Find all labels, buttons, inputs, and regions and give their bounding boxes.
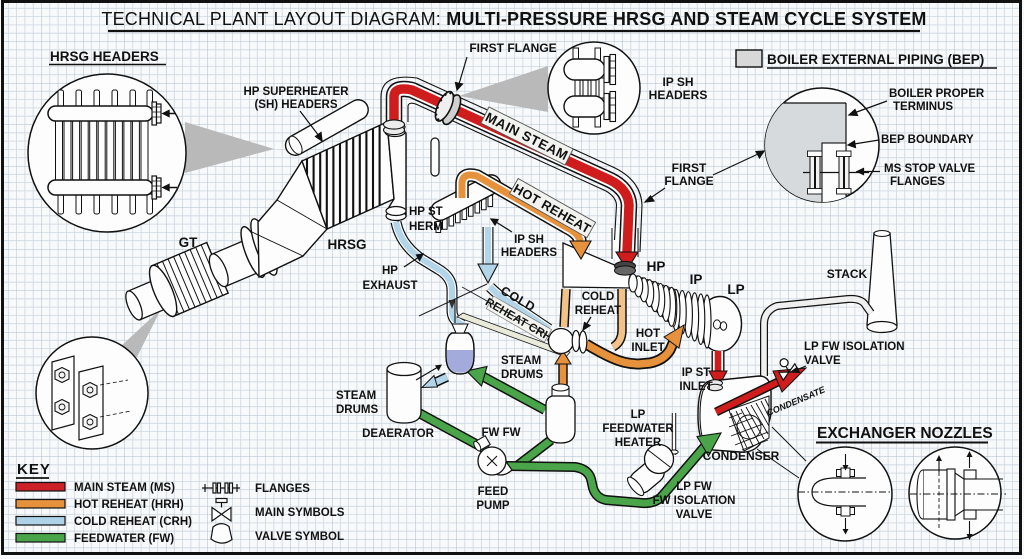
svg-text:TECHNICAL PLANT LAYOUT DIAGRAM: TECHNICAL PLANT LAYOUT DIAGRAM: MULTI-PR… [101, 9, 926, 29]
svg-text:DRUMS: DRUMS [336, 404, 378, 416]
svg-text:EXCHANGER NOZZLES: EXCHANGER NOZZLES [817, 425, 993, 442]
svg-text:TERMINUS: TERMINUS [893, 101, 953, 113]
svg-text:HP: HP [382, 265, 398, 277]
svg-text:HERM: HERM [409, 221, 443, 233]
svg-text:FEEDWATER: FEEDWATER [602, 423, 674, 435]
svg-text:FLANGE: FLANGE [664, 174, 713, 188]
svg-text:BEP BOUNDARY: BEP BOUNDARY [881, 134, 974, 146]
svg-text:KEY: KEY [17, 461, 51, 478]
svg-text:STACK: STACK [827, 267, 868, 281]
svg-text:FEED: FEED [478, 486, 509, 498]
svg-text:FLANGES: FLANGES [890, 176, 945, 188]
svg-text:REHEAT: REHEAT [575, 305, 621, 317]
svg-text:INLET: INLET [631, 342, 664, 354]
svg-text:(SH) HEADERS: (SH) HEADERS [254, 99, 337, 111]
svg-text:IP: IP [690, 272, 703, 287]
svg-text:MAIN SYMBOLS: MAIN SYMBOLS [255, 507, 345, 519]
svg-text:HRSG: HRSG [327, 237, 366, 252]
svg-text:VALVE: VALVE [676, 509, 713, 521]
svg-text:MAIN STEAM (MS): MAIN STEAM (MS) [74, 482, 175, 494]
svg-text:FEEDWATER (FW): FEEDWATER (FW) [74, 533, 174, 545]
svg-text:VALVE: VALVE [804, 355, 841, 367]
svg-text:COLD REHEAT (CRH): COLD REHEAT (CRH) [74, 516, 192, 528]
svg-text:IP ST: IP ST [682, 367, 711, 379]
svg-text:HEADERS: HEADERS [501, 247, 558, 259]
svg-text:EXHAUST: EXHAUST [363, 280, 418, 292]
svg-text:HEATER: HEATER [615, 437, 662, 449]
svg-text:HP: HP [647, 259, 666, 274]
svg-text:GT: GT [179, 235, 199, 250]
svg-text:CONDENSER: CONDENSER [703, 449, 780, 463]
svg-text:HOT REHEAT (HRH): HOT REHEAT (HRH) [74, 499, 184, 511]
svg-text:STEAM: STEAM [501, 355, 541, 367]
svg-text:IP SH: IP SH [662, 75, 693, 89]
svg-text:FIRST FLANGE: FIRST FLANGE [469, 41, 556, 55]
svg-text:HOT: HOT [636, 328, 660, 340]
svg-text:LP: LP [727, 282, 744, 297]
svg-text:HEADERS: HEADERS [649, 88, 708, 102]
svg-text:LP FW: LP FW [676, 481, 712, 493]
svg-text:PUMP: PUMP [476, 500, 510, 512]
svg-text:HRSG HEADERS: HRSG HEADERS [50, 49, 159, 64]
svg-text:VALVE SYMBOL: VALVE SYMBOL [255, 531, 344, 543]
svg-text:FW FW: FW FW [482, 427, 521, 439]
svg-text:HP SUPERHEATER: HP SUPERHEATER [243, 86, 349, 98]
svg-text:BOILER EXTERNAL PIPING (BEP): BOILER EXTERNAL PIPING (BEP) [767, 52, 984, 67]
svg-text:DRUMS: DRUMS [501, 369, 543, 381]
svg-text:BOILER PROPER: BOILER PROPER [889, 88, 985, 100]
svg-text:DEAERATOR: DEAERATOR [362, 428, 434, 440]
svg-text:IP SH: IP SH [514, 234, 544, 246]
svg-text:LP: LP [631, 409, 646, 421]
svg-text:FIRST: FIRST [672, 161, 707, 175]
svg-text:COLD: COLD [582, 291, 615, 303]
svg-text:STEAM: STEAM [336, 390, 376, 402]
svg-text:FW ISOLATION: FW ISOLATION [653, 495, 736, 507]
svg-text:FLANGES: FLANGES [255, 483, 310, 495]
svg-text:MS STOP VALVE: MS STOP VALVE [884, 163, 975, 175]
svg-text:INLET: INLET [679, 381, 712, 393]
svg-text:LP FW ISOLATION: LP FW ISOLATION [804, 341, 905, 353]
svg-text:HP ST: HP ST [409, 206, 443, 218]
